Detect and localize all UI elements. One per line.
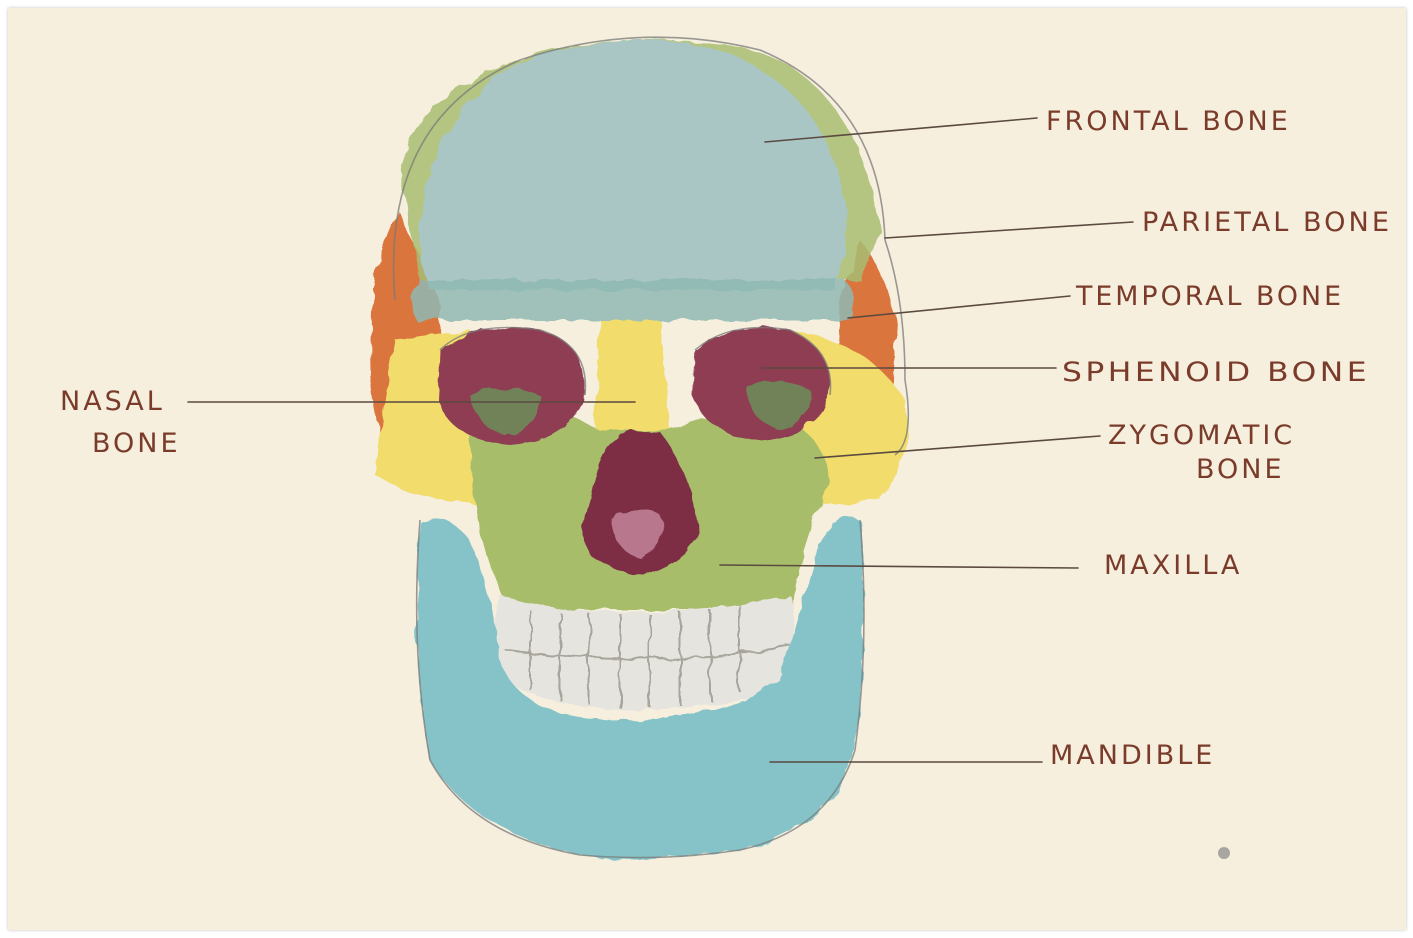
label-zygomatic-line1: ZYGOMATIC [1108, 420, 1295, 451]
nasal-bridge [595, 320, 670, 430]
stray-dot [1218, 847, 1230, 859]
label-zygomatic-line2: BONE [1196, 454, 1285, 485]
label-nasal-line1: NASAL [60, 386, 165, 417]
label-maxilla: MAXILLA [1104, 550, 1242, 581]
leader-parietal [885, 222, 1133, 238]
label-temporal-bone: TEMPORAL BONE [1075, 281, 1344, 312]
label-sphenoid-bone: SPHENOID BONE [1062, 357, 1370, 388]
label-parietal-bone: PARIETAL BONE [1142, 207, 1392, 238]
teeth [496, 595, 793, 710]
label-nasal-line2: BONE [92, 428, 181, 459]
brow-band [412, 280, 854, 320]
label-mandible: MANDIBLE [1050, 740, 1215, 771]
skull [371, 40, 907, 859]
label-frontal-bone: FRONTAL BONE [1046, 106, 1291, 137]
